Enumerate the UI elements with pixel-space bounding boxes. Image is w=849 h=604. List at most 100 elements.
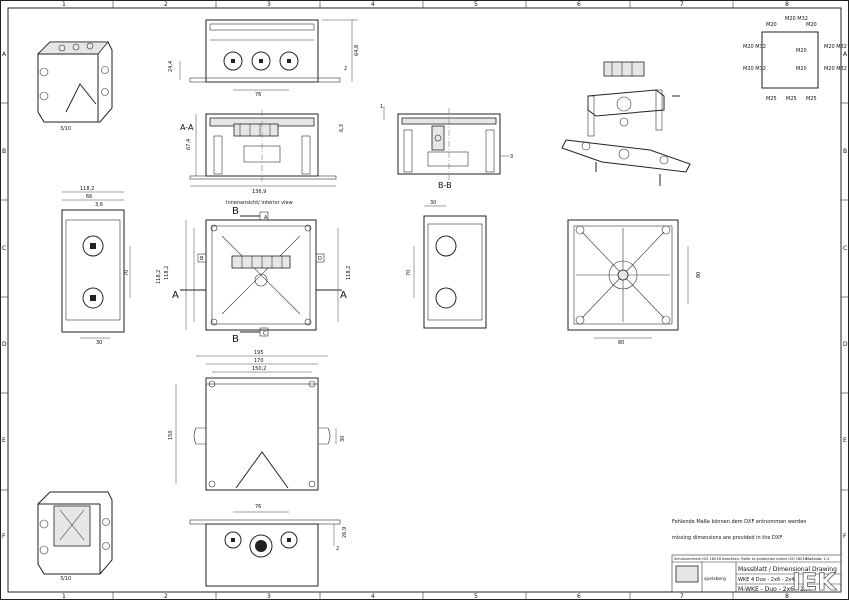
interior-view [180, 211, 342, 337]
svg-text:IEK: IEK [792, 568, 837, 596]
interior-box-d: D [318, 256, 322, 262]
title-massstab: Maßstab: 1:2 [806, 557, 829, 561]
dim-rs-30: 30 [430, 200, 436, 206]
part-number: M-WKE - Duo - 2x6 - 2x4 [738, 586, 811, 593]
col-label-1-bottom: 1 [62, 593, 66, 600]
dim-left-66: 66 [86, 194, 92, 200]
dim-top-2: 2 [344, 66, 347, 72]
port-center-1: M20 [796, 48, 807, 54]
row-label-b: B [2, 148, 6, 155]
col-label-8: 8 [785, 1, 789, 8]
inner-frame [7, 7, 842, 593]
dim-int-1182b: 118,2 [164, 266, 170, 280]
port-right-1: M20 M32 [824, 44, 847, 50]
row-label-d-right: D [843, 341, 848, 348]
port-center-2: M20 [796, 66, 807, 72]
dim-top-648: 64,8 [354, 45, 360, 56]
front-elevation-top [179, 19, 358, 91]
dim-rs-70: 70 [406, 270, 412, 276]
marker-b-top: B [232, 206, 239, 217]
dim-bot-80b: 80 [696, 272, 702, 278]
dim-int-1182: 118,2 [156, 270, 162, 284]
row-label-e-right: E [843, 437, 847, 444]
port-bottom-center: M25 [786, 96, 797, 102]
col-label-4-bottom: 4 [371, 593, 375, 600]
dim-bot-80: 80 [618, 340, 624, 346]
section-aa-label: A-A [180, 123, 194, 132]
note-german: Fehlende Maße können dem DXF entnommen w… [672, 519, 806, 525]
row-label-e: E [2, 437, 6, 444]
port-top-left: M20 [766, 22, 777, 28]
col-label-2-bottom: 2 [164, 593, 168, 600]
dim-left-36: 3,6 [95, 202, 103, 208]
col-label-1: 1 [62, 1, 66, 8]
dim-left-70: 70 [124, 270, 130, 276]
col-label-6: 6 [577, 1, 581, 8]
row-label-d: D [2, 341, 7, 348]
row-label-a: A [2, 51, 7, 58]
side-view-bottom [189, 511, 341, 587]
section-bb-view [383, 106, 510, 180]
col-label-8-bottom: 8 [785, 593, 789, 600]
marker-a-left: A [172, 290, 179, 301]
port-layout-diagram [761, 31, 819, 89]
dim-top-76: 76 [255, 92, 261, 98]
marker-a-right: A [340, 290, 347, 301]
isometric-view-bottom [37, 491, 113, 575]
col-label-3-bottom: 3 [267, 593, 271, 600]
row-label-f: F [2, 533, 6, 540]
dim-aa-674: 67,4 [186, 139, 192, 150]
port-top-center: M20 M32 [785, 16, 808, 22]
interior-box-b: B [200, 256, 204, 262]
row-ticks [0, 102, 849, 491]
interior-box-a: A [264, 215, 268, 221]
title-header: Schutzvermerk ISO 16016 beachten. Refer … [674, 557, 808, 561]
col-label-4: 4 [371, 1, 375, 8]
col-label-7: 7 [680, 1, 684, 8]
iek-watermark: IEK [792, 568, 838, 597]
col-label-5: 5 [474, 1, 478, 8]
row-label-f-right: F [843, 533, 847, 540]
interior-view-label: Innenansicht/ interior view [226, 200, 293, 206]
port-bottom-left: M25 [766, 96, 777, 102]
column-ticks [112, 0, 734, 600]
lid-top-view [175, 355, 337, 491]
port-bottom-right: M25 [806, 96, 817, 102]
title-block [671, 554, 842, 593]
port-mid-left-1: M20 M32 [743, 44, 766, 50]
interior-box-c: C [263, 331, 267, 337]
row-label-b-right: B [843, 148, 847, 155]
dim-bb-1: 1 [380, 104, 383, 110]
col-label-3: 3 [267, 1, 271, 8]
left-side-view [61, 191, 131, 339]
dim-lid-30: 30 [340, 436, 346, 442]
dim-left-30: 30 [96, 340, 102, 346]
iso-bottom-scale: 3/10 [60, 576, 71, 582]
col-label-5-bottom: 5 [474, 593, 478, 600]
dim-lid-195: 195 [254, 350, 264, 356]
dim-lid-170: 170 [254, 358, 264, 364]
doc-title: Massblatt / Dimensional Drawing [738, 566, 837, 573]
company-name: spelsberg [704, 576, 726, 582]
dim-bb-3: 3 [510, 154, 513, 160]
port-mid-left-2: M20 M32 [743, 66, 766, 72]
exploded-mounting-bracket [561, 61, 691, 186]
dim-side-269: 26,9 [342, 527, 348, 538]
iso-top-scale: 3/10 [60, 126, 71, 132]
col-label-2: 2 [164, 1, 168, 8]
dim-top-244: 24,4 [168, 61, 174, 72]
dim-side-2: 2 [336, 546, 339, 552]
marker-b-bottom: B [232, 334, 239, 345]
section-bb-label: B-B [438, 181, 452, 190]
right-side-view [413, 205, 487, 329]
row-label-c-right: C [843, 245, 847, 252]
section-aa-view [189, 110, 337, 187]
dim-left-1182: 118,2 [80, 186, 94, 192]
dim-side-76: 76 [255, 504, 261, 510]
col-label-7-bottom: 7 [680, 593, 684, 600]
dim-int-1182c: 118,2 [346, 266, 352, 280]
row-label-a-right: A [843, 51, 848, 58]
dim-lid-150: 150 [168, 430, 174, 440]
